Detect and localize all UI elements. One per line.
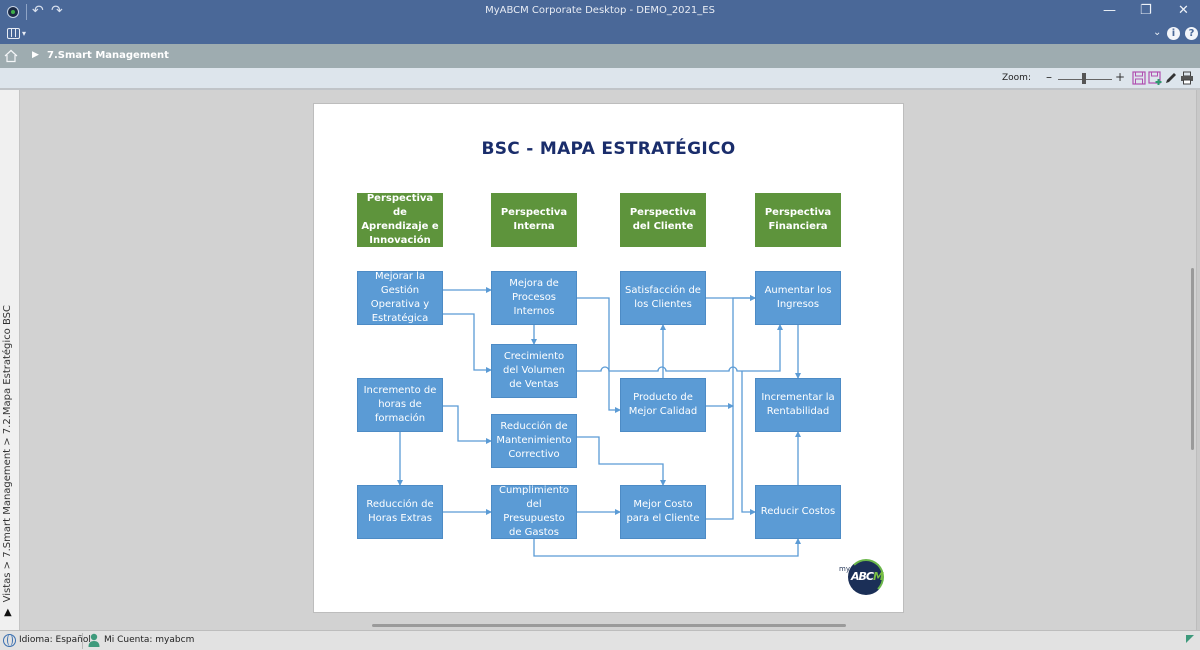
diagram-title: BSC - MAPA ESTRATÉGICO bbox=[481, 139, 736, 159]
restore-button[interactable]: ❐ bbox=[1140, 3, 1152, 18]
print-icon[interactable] bbox=[1180, 71, 1194, 85]
title-bar: ↶ ↷ MyABCM Corporate Desktop - DEMO_2021… bbox=[0, 0, 1200, 24]
connector-incremento-horas-to-reduccion-mant bbox=[443, 405, 492, 444]
connector-mejora-procesos-to-producto-calidad bbox=[577, 297, 621, 413]
breadcrumb-current[interactable]: 7.Smart Management bbox=[47, 50, 169, 61]
objective-crecimiento[interactable]: Crecimiento del Volumen de Ventas bbox=[491, 344, 577, 398]
objective-aumentar-ingresos[interactable]: Aumentar los Ingresos bbox=[755, 271, 841, 325]
logo-prefix: my bbox=[839, 565, 850, 573]
right-edge bbox=[1196, 90, 1200, 630]
user-icon bbox=[88, 633, 100, 647]
minimize-button[interactable]: — bbox=[1103, 3, 1116, 18]
zoom-out-button[interactable]: – bbox=[1046, 70, 1052, 84]
zoom-slider-thumb[interactable] bbox=[1082, 73, 1086, 84]
home-icon[interactable] bbox=[4, 49, 18, 63]
close-button[interactable]: ✕ bbox=[1178, 3, 1189, 18]
connector-reduccion-mant-to-mejor-costo bbox=[577, 436, 666, 486]
account-status[interactable]: Mi Cuenta: myabcm bbox=[104, 635, 195, 645]
globe-icon bbox=[3, 634, 16, 647]
objective-reduccion-horas[interactable]: Reducción de Horas Extras bbox=[357, 485, 443, 539]
connector-crecimiento-to-aumentar-ingresos bbox=[577, 324, 783, 372]
save-as-icon[interactable] bbox=[1148, 71, 1162, 85]
layout-dropdown-icon[interactable]: ▾ bbox=[22, 29, 27, 38]
objective-rentabilidad[interactable]: Incrementar la Rentabilidad bbox=[755, 378, 841, 432]
zoom-label: Zoom: bbox=[1002, 73, 1031, 83]
save-icon[interactable] bbox=[1132, 71, 1146, 85]
objective-reduccion-mantenimiento[interactable]: Reducción de Mantenimiento Correctivo bbox=[491, 414, 577, 468]
layout-panels-icon[interactable] bbox=[7, 28, 20, 39]
horizontal-scrollbar[interactable] bbox=[372, 624, 846, 627]
perspective-learning[interactable]: Perspectiva de Aprendizaje e Innovación bbox=[357, 193, 443, 247]
edit-pencil-icon[interactable] bbox=[1164, 71, 1178, 85]
zoom-in-button[interactable]: + bbox=[1115, 70, 1126, 84]
resize-grip-icon[interactable] bbox=[1186, 635, 1194, 643]
side-path-panel: Vistas > 7.Smart Management > 7.2.Mapa E… bbox=[0, 90, 20, 630]
connector-crecimiento-to-reducir-costos bbox=[741, 371, 756, 515]
collapse-ribbon-button[interactable]: ⌄ bbox=[1153, 27, 1162, 38]
status-bar: Idioma: Español Mi Cuenta: myabcm bbox=[0, 630, 1200, 650]
breadcrumb: ▶ 7.Smart Management bbox=[0, 44, 1200, 68]
objective-cumplimiento-presupuesto[interactable]: Cumplimiento del Presupuesto de Gastos bbox=[491, 485, 577, 539]
objective-producto-calidad[interactable]: Producto de Mejor Calidad bbox=[620, 378, 706, 432]
perspective-internal[interactable]: Perspectiva Interna bbox=[491, 193, 577, 247]
breadcrumb-arrow-icon[interactable]: ▶ bbox=[32, 50, 39, 60]
logo-circle bbox=[848, 559, 884, 595]
objective-satisfaccion[interactable]: Satisfacción de los Clientes bbox=[620, 271, 706, 325]
help-icon[interactable]: ? bbox=[1185, 27, 1198, 40]
title-separator bbox=[26, 4, 27, 20]
logo-text: ABCM bbox=[851, 570, 884, 583]
expand-arrow-icon[interactable]: ▲ bbox=[4, 607, 12, 618]
vertical-scrollbar[interactable] bbox=[1191, 268, 1194, 450]
perspective-customer[interactable]: Perspectiva del Cliente bbox=[620, 193, 706, 247]
view-toolbar: Zoom: – + bbox=[0, 68, 1200, 90]
connector-mejorar-gestion-to-crecimiento bbox=[443, 313, 492, 373]
objective-mejorar-gestion[interactable]: Mejorar la Gestión Operativa y Estratégi… bbox=[357, 271, 443, 325]
ribbon-bar: ▾ ⌄ i ? bbox=[0, 24, 1200, 44]
objective-incremento-horas[interactable]: Incremento de horas de formación bbox=[357, 378, 443, 432]
connector-mejor-costo-to-aumentar-ingresos bbox=[706, 295, 756, 520]
connector-cumplimiento-to-reducir-costos bbox=[533, 538, 801, 557]
perspective-financial[interactable]: Perspectiva Financiera bbox=[755, 193, 841, 247]
logo-main: ABC bbox=[851, 570, 874, 583]
logo-accent: M bbox=[872, 570, 884, 583]
window-title: MyABCM Corporate Desktop - DEMO_2021_ES bbox=[485, 5, 715, 16]
objective-mejor-costo[interactable]: Mejor Costo para el Cliente bbox=[620, 485, 706, 539]
connector-layer bbox=[397, 287, 801, 557]
myabcm-logo: my ABCM bbox=[839, 559, 889, 595]
info-icon[interactable]: i bbox=[1167, 27, 1180, 40]
objective-reducir-costos[interactable]: Reducir Costos bbox=[755, 485, 841, 539]
language-status[interactable]: Idioma: Español bbox=[19, 635, 91, 645]
strategy-map-page: BSC - MAPA ESTRATÉGICO Perspectiva de Ap… bbox=[313, 103, 904, 613]
undo-icon[interactable]: ↶ bbox=[32, 3, 44, 19]
side-path-text[interactable]: Vistas > 7.Smart Management > 7.2.Mapa E… bbox=[2, 304, 13, 602]
status-divider bbox=[82, 633, 83, 649]
app-logo-icon bbox=[7, 6, 19, 18]
redo-icon[interactable]: ↷ bbox=[51, 3, 63, 19]
objective-mejora-procesos[interactable]: Mejora de Procesos Internos bbox=[491, 271, 577, 325]
